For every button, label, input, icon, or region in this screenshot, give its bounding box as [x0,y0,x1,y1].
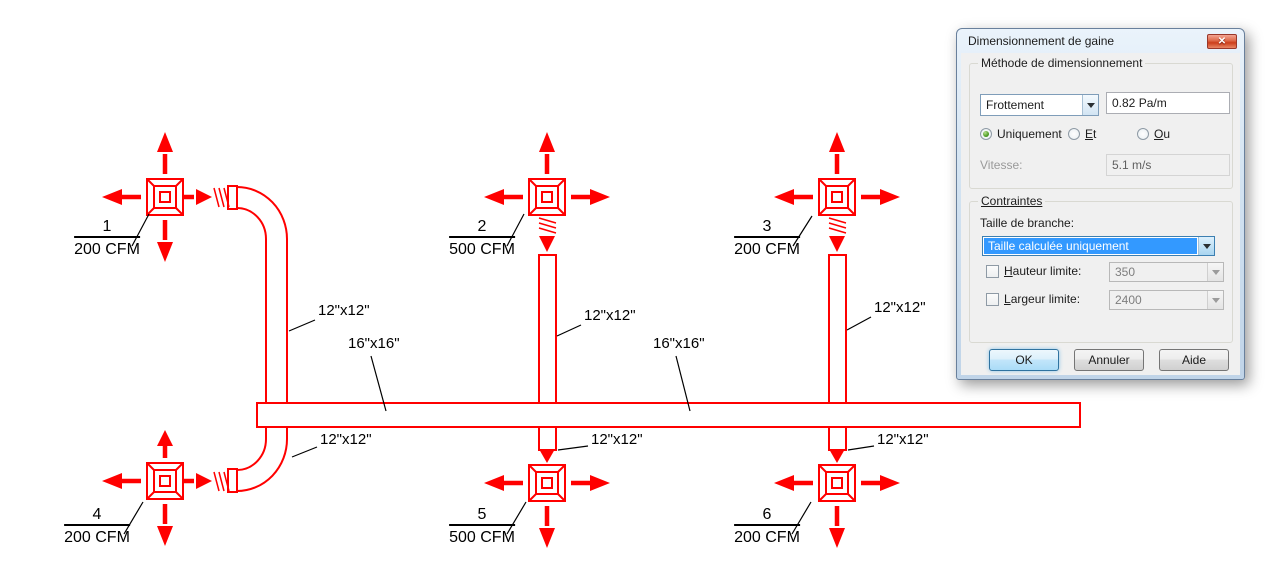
radio-icon [1137,128,1149,140]
method-group-label: Méthode de dimensionnement [978,57,1146,70]
diffuser-1 [146,178,184,216]
radio-uniquement[interactable]: Uniquement [980,127,1062,141]
duct-size-label-2: 16"x16" [348,335,400,352]
chevron-down-icon[interactable] [1082,95,1098,115]
diffuser-3 [818,178,856,216]
width-limit-combobox: 2400 [1109,290,1224,310]
top-elbow [236,186,288,240]
leader-lines [123,213,875,535]
terminal-number: 3 [734,218,800,238]
velocity-value-input: 5.1 m/s [1106,154,1230,176]
width-limit-checkbox[interactable]: Largeur limite: [986,292,1080,306]
chevron-down-icon [1207,291,1223,309]
height-limit-value: 350 [1115,265,1136,279]
constraints-group: Contraintes Taille de branche: Taille ca… [969,195,1233,343]
checkbox-icon [986,292,999,306]
diffuser-6 [818,464,856,502]
duct-size-label-6: 12"x12" [320,431,372,448]
velocity-label: Vitesse: [980,158,1023,172]
terminal-label-6: 6 200 CFM [734,506,800,546]
flex-connectors [213,187,847,492]
terminal-label-1: 1 200 CFM [74,218,140,258]
terminal-number: 6 [734,506,800,526]
radio-ou[interactable]: Ou [1137,127,1170,141]
terminal-number: 1 [74,218,140,238]
radio-label: Ou [1154,127,1171,141]
radio-label: Et [1085,127,1097,141]
diffuser-2 [528,178,566,216]
duct-sizing-dialog: Dimensionnement de gaine ✕ Méthode de di… [956,28,1245,380]
duct-size-label-8: 12"x12" [877,431,929,448]
main-duct [256,402,1081,428]
height-limit-checkbox[interactable]: Hauteur limite: [986,264,1081,278]
method-combobox-value: Frottement [986,98,1045,112]
branch-bottom-right [828,426,847,451]
branch-bottom-mid [538,426,557,451]
checkbox-label: Hauteur limite: [1004,264,1082,278]
terminal-flow: 500 CFM [449,241,515,258]
duct-size-label-7: 12"x12" [591,431,643,448]
help-button[interactable]: Aide [1159,349,1229,371]
method-group: Méthode de dimensionnement Frottement 0.… [969,57,1233,189]
terminal-flow: 200 CFM [74,241,140,258]
radio-icon [1068,128,1080,140]
duct-size-label-4: 16"x16" [653,335,705,352]
dialog-title: Dimensionnement de gaine [968,34,1115,48]
checkbox-icon [986,264,999,278]
terminal-label-3: 3 200 CFM [734,218,800,258]
chevron-down-icon [1207,263,1223,281]
close-button[interactable]: ✕ [1207,34,1237,49]
terminal-flow: 200 CFM [734,529,800,546]
left-riser [265,239,288,439]
terminal-number: 2 [449,218,515,238]
friction-value-input[interactable]: 0.82 Pa/m [1106,92,1230,114]
height-limit-combobox: 350 [1109,262,1224,282]
radio-et[interactable]: Et [1068,127,1096,141]
terminal-label-5: 5 500 CFM [449,506,515,546]
radio-selected-icon [980,128,992,140]
width-limit-value: 2400 [1115,293,1142,307]
duct-size-label-1: 12"x12" [318,302,370,319]
branch-top-right [828,254,847,404]
diffuser-5 [528,464,566,502]
terminal-number: 4 [64,506,130,526]
dialog-body: Méthode de dimensionnement Frottement 0.… [961,53,1240,375]
terminal-label-2: 2 500 CFM [449,218,515,258]
ok-button[interactable]: OK [989,349,1059,371]
branch-size-combobox-value: Taille calculée uniquement [984,238,1197,254]
duct-size-label-5: 12"x12" [874,299,926,316]
branch-top-mid [538,254,557,404]
airflow-arrow-shafts [121,154,881,526]
cancel-button[interactable]: Annuler [1074,349,1144,371]
method-combobox[interactable]: Frottement [980,94,1099,116]
branch-size-label: Taille de branche: [980,216,1075,230]
duct-size-label-3: 12"x12" [584,307,636,324]
radio-label: Uniquement [997,127,1062,141]
terminal-flow: 500 CFM [449,529,515,546]
diffuser-4 [146,462,184,500]
chevron-down-icon[interactable] [1198,237,1214,255]
airflow-arrow-heads [102,132,900,548]
terminal-number: 5 [449,506,515,526]
terminal-label-4: 4 200 CFM [64,506,130,546]
checkbox-label: Largeur limite: [1004,292,1081,306]
constraints-group-label: Contraintes [978,195,1046,208]
branch-size-combobox[interactable]: Taille calculée uniquement [982,236,1215,256]
bottom-elbow [236,438,288,492]
diffusers [146,178,856,502]
terminal-flow: 200 CFM [734,241,800,258]
close-icon: ✕ [1217,36,1227,47]
terminal-flow: 200 CFM [64,529,130,546]
